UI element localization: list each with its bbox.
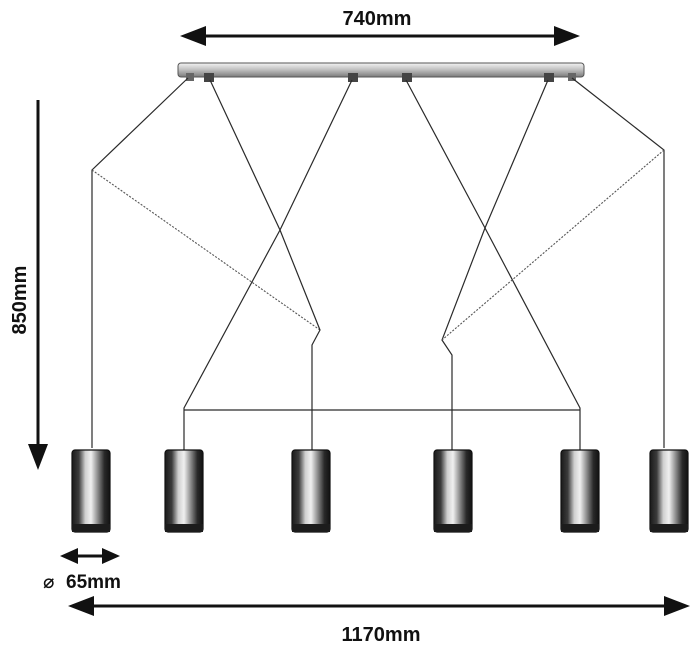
lamp-shades bbox=[71, 449, 689, 533]
lamp-shade bbox=[291, 449, 331, 533]
cable bbox=[209, 79, 321, 450]
cable bbox=[441, 149, 665, 341]
arrow-right-icon bbox=[102, 548, 120, 564]
cable-anchor bbox=[568, 73, 576, 81]
shade-diameter-label: 65mm bbox=[66, 572, 121, 593]
cable bbox=[91, 169, 321, 331]
arrow-left-icon bbox=[60, 548, 78, 564]
cable bbox=[183, 79, 353, 450]
cable bbox=[91, 77, 189, 448]
lamp-shade bbox=[649, 449, 689, 533]
lamp-shade bbox=[164, 449, 204, 533]
cable-anchor bbox=[186, 73, 194, 81]
shade-diameter-dimension: ⌀ 65mm bbox=[43, 548, 121, 593]
arrow-down-icon bbox=[28, 444, 48, 470]
drop-height-dimension: 850mm bbox=[9, 100, 48, 470]
arrow-right-icon bbox=[664, 596, 690, 616]
ceiling-canopy bbox=[177, 62, 585, 82]
cable-anchor bbox=[348, 73, 358, 82]
arrow-left-icon bbox=[68, 596, 94, 616]
total-width-label: 1170mm bbox=[342, 624, 421, 646]
total-width-dimension: 1170mm bbox=[68, 596, 690, 646]
canopy-width-dimension: 740mm bbox=[180, 8, 580, 46]
arrow-right-icon bbox=[554, 26, 580, 46]
cable bbox=[405, 79, 581, 450]
canopy-width-label: 740mm bbox=[343, 8, 412, 30]
cable-anchor bbox=[544, 73, 554, 82]
lamp-shade bbox=[433, 449, 473, 533]
lamp-shade bbox=[71, 449, 111, 533]
arrow-left-icon bbox=[180, 26, 206, 46]
canopy-bar bbox=[177, 62, 585, 78]
cable bbox=[441, 79, 549, 450]
lamp-shade bbox=[560, 449, 600, 533]
suspension-cables bbox=[91, 77, 665, 450]
cable-anchor bbox=[402, 73, 412, 82]
drop-height-label: 850mm bbox=[9, 266, 31, 335]
cable-anchor bbox=[204, 73, 214, 82]
diameter-symbol: ⌀ bbox=[43, 572, 54, 593]
cable bbox=[571, 77, 665, 448]
